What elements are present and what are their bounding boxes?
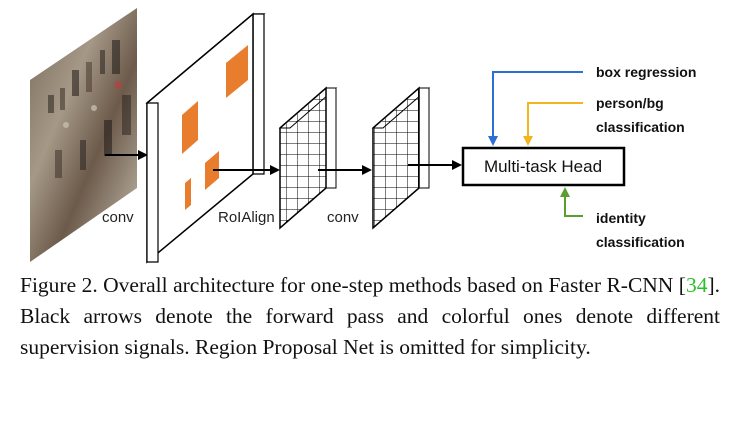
box-regression-label: box regression: [596, 64, 696, 80]
architecture-diagram: Multi-task Head conv RoIAlign conv box r…: [30, 8, 696, 264]
identity-label-2: classification: [596, 234, 685, 250]
conv-feature-grid: [371, 86, 431, 230]
citation-link[interactable]: 34: [685, 273, 708, 297]
input-image: [30, 8, 137, 262]
figure-caption: Figure 2. Overall architecture for one-s…: [20, 270, 720, 363]
person-bg-arrow: [523, 102, 583, 146]
caption-prefix: Figure 2. Overall architecture for one-s…: [20, 273, 686, 297]
roi-patch: [185, 178, 191, 210]
conv-label-1: conv: [102, 209, 134, 226]
roi-patch: [226, 45, 248, 98]
box-regression-arrow: [488, 71, 583, 146]
multi-task-head: Multi-task Head: [461, 146, 626, 187]
identity-arrow: [560, 187, 583, 217]
identity-label-1: identity: [596, 210, 646, 226]
person-bg-label-2: classification: [596, 119, 685, 135]
roi-patch: [182, 101, 198, 154]
roi-patch: [205, 151, 219, 190]
roi-feature-grid: [278, 86, 338, 230]
caption-suffix: ]. Black arrows denote the forward pass …: [20, 273, 720, 359]
conv-label-2: conv: [327, 209, 359, 226]
head-label: Multi-task Head: [484, 157, 602, 176]
feature-map: [145, 12, 266, 264]
person-bg-label-1: person/bg: [596, 95, 664, 111]
roialign-label: RoIAlign: [218, 209, 275, 226]
